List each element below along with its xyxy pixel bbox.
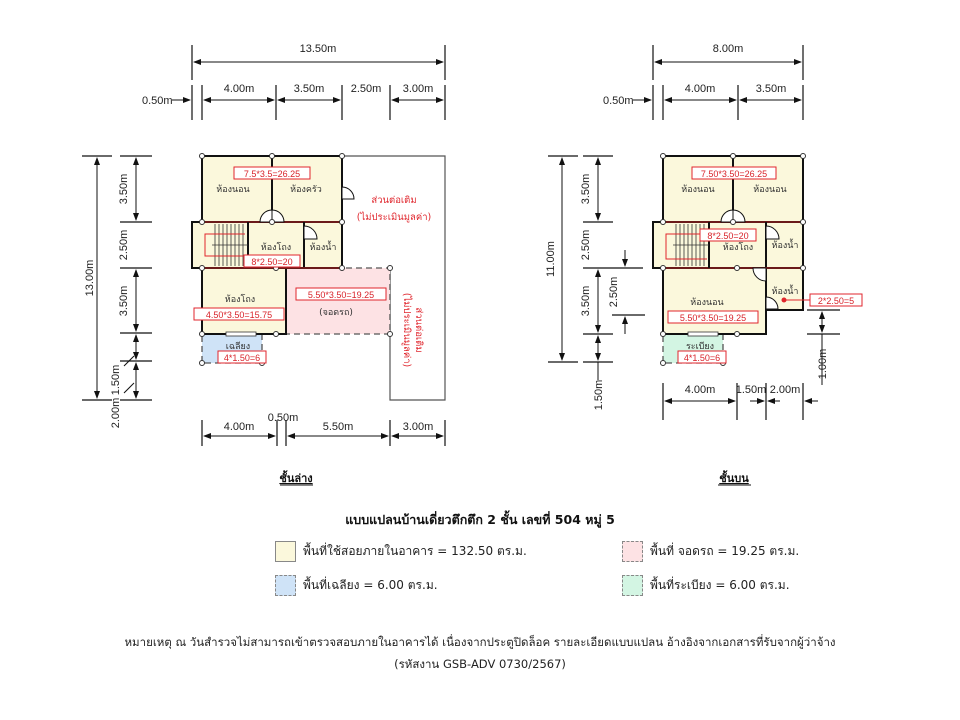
area-ground-carport: 5.50*3.50=19.25 [308, 290, 374, 300]
dim-upper-seg-1: 4.00m [685, 83, 716, 95]
legend-parking-label: พื้นที่ จอดรถ = 19.25 ตร.ม. [650, 544, 800, 558]
room-ground-carport: (จอดรถ) [319, 308, 353, 318]
dim-ground-total-width: 13.50m [300, 43, 337, 55]
dim-ground-seg-1: 4.00m [224, 83, 255, 95]
ground-floor-label: ชั้นล่าง [279, 470, 312, 485]
dim-upper-left-1: 3.50m [580, 174, 592, 205]
upper-dims-right: 1.00m [807, 309, 840, 385]
dim-ground-bottom-2: 0.50m [268, 412, 299, 424]
legend-indoor-swatch [275, 541, 296, 562]
legend-parking-swatch [622, 541, 643, 562]
ground-extension-note-2-line1: ส่วนต่อเติม [413, 307, 424, 352]
upper-dims-bottom: 4.00m 1.50m 2.00m [662, 383, 818, 420]
dim-upper-left-4: 1.50m [593, 380, 605, 411]
ground-extension-note-1-line2: (ไม่ประเมินมูลค่า) [357, 211, 431, 223]
dim-upper-left-2: 2.50m [580, 230, 592, 261]
room-ground-kitchen: ห้องครัว [290, 184, 322, 195]
room-upper-balcony: ระเบียง [686, 341, 714, 352]
legend-porch-label: พื้นที่เฉลียง = 6.00 ตร.ม. [303, 578, 438, 592]
area-ground-stair: 8*2.50=20 [251, 257, 292, 267]
dim-ground-seg-4: 3.00m [403, 83, 434, 95]
room-upper-bathroom-1: ห้องน้ำ [772, 238, 799, 251]
survey-note: หมายเหตุ ณ วันสำรวจไม่สามารถเข้าตรวจสอบภ… [124, 635, 836, 649]
dim-ground-left-1: 3.50m [118, 174, 130, 205]
dim-ground-left-2: 2.50m [118, 230, 130, 261]
ground-dims-left: 13.00m 3.50m 2.50m 3.50m 1.50m 2.00m [82, 155, 152, 429]
dim-upper-inner: 2.50m [608, 277, 620, 308]
upper-floor-label: ชั้นบน [719, 470, 749, 485]
dim-ground-bottom-3: 5.50m [323, 421, 354, 433]
dim-ground-seg-2: 3.50m [294, 83, 325, 95]
ground-floor-plan: 13.50m 0.50m 4.00m 3.50m 2.50m 3.00m 13.… [82, 43, 446, 486]
area-upper-bedroom-3: 5.50*3.50=19.25 [680, 313, 746, 323]
dim-upper-total-depth: 11.00m [545, 241, 557, 277]
dim-upper-left-3: 3.50m [580, 286, 592, 317]
dim-upper-total-width: 8.00m [713, 43, 744, 55]
legend-indoor-label: พื้นที่ใช้สอยภายในอาคาร = 132.50 ตร.ม. [303, 544, 527, 558]
legend-balcony-swatch [622, 575, 643, 596]
dim-upper-seg-2: 3.50m [756, 83, 787, 95]
room-upper-hall: ห้องโถง [723, 242, 753, 253]
dim-ground-left-3: 3.50m [118, 286, 130, 317]
area-upper-bathroom-2: 2*2.50=5 [818, 296, 854, 306]
legend-indoor: พื้นที่ใช้สอยภายในอาคาร = 132.50 ตร.ม. [275, 541, 527, 562]
area-upper-stair: 8*2.50=20 [707, 231, 748, 241]
ground-extension-outline [342, 155, 446, 401]
dim-ground-total-depth: 13.00m [84, 260, 96, 297]
legend-porch-swatch [275, 575, 296, 596]
job-code: (รหัสงาน GSB-ADV 0730/2567) [394, 657, 566, 671]
ground-doors [259, 186, 355, 240]
dim-ground-offset: 0.50m [142, 95, 173, 107]
legend-balcony-label: พื้นที่ระเบียง = 6.00 ตร.ม. [650, 578, 790, 592]
ground-dims-bottom: 4.00m 0.50m 5.50m 3.00m [201, 412, 446, 446]
ground-stair-direction [204, 233, 245, 257]
room-ground-bathroom: ห้องน้ำ [310, 240, 337, 253]
dim-upper-bottom-2: 1.50m [736, 384, 767, 396]
dim-ground-bottom-1: 4.00m [224, 421, 255, 433]
room-upper-bedroom-2: ห้องนอน [753, 184, 786, 195]
legend-parking: พื้นที่ จอดรถ = 19.25 ตร.ม. [622, 541, 799, 562]
plan-title: แบบแปลนบ้านเดี่ยวตึกตึก 2 ชั้น เลขที่ 50… [345, 512, 615, 527]
upper-floor-plan: 8.00m 0.50m 4.00m 3.50m 11.00m [545, 43, 863, 486]
ground-carport-area [285, 267, 391, 335]
dim-upper-bottom-3: 2.00m [770, 384, 801, 396]
dim-ground-left-5: 2.00m [110, 398, 122, 429]
ground-window [225, 331, 257, 337]
dim-ground-left-4: 1.50m [110, 365, 122, 396]
upper-dims-top: 8.00m 0.50m 4.00m 3.50m [603, 43, 804, 120]
upper-dims-left: 11.00m 3.50m 2.50m 3.50m 1.50m 2.50m [545, 155, 645, 411]
area-upper-balcony: 4*1.50=6 [684, 353, 720, 363]
ground-extension-note-1-line1: ส่วนต่อเติม [371, 195, 416, 206]
ground-extension-note-2-line2: (ไม่ประเมินมูลค่า) [401, 293, 413, 367]
legend-balcony: พื้นที่ระเบียง = 6.00 ตร.ม. [622, 575, 790, 596]
dim-upper-right: 1.00m [817, 349, 829, 380]
ground-hall-fill [202, 268, 286, 334]
upper-doors [720, 209, 780, 310]
area-upper-top: 7.50*3.50=26.25 [701, 169, 767, 179]
dim-upper-bottom-1: 4.00m [685, 384, 716, 396]
area-ground-porch: 4*1.50=6 [224, 353, 260, 363]
area-ground-hall: 4.50*3.50=15.75 [206, 310, 272, 320]
upper-corner-nodes [660, 153, 806, 366]
room-upper-bedroom-1: ห้องนอน [681, 184, 714, 195]
room-upper-bedroom-3: ห้องนอน [690, 297, 723, 308]
ground-dims-top: 13.50m 0.50m 4.00m 3.50m 2.50m 3.00m [142, 43, 446, 120]
dim-ground-seg-3: 2.50m [351, 83, 382, 95]
ground-stair [212, 224, 248, 266]
upper-stair-direction [665, 233, 707, 260]
room-ground-porch: เฉลียง [226, 341, 250, 352]
legend-porch: พื้นที่เฉลียง = 6.00 ตร.ม. [275, 575, 438, 596]
dim-ground-bottom-4: 3.00m [403, 421, 434, 433]
room-upper-bathroom-2: ห้องน้ำ [772, 284, 799, 297]
dim-upper-offset: 0.50m [603, 95, 634, 107]
room-ground-hall-upper: ห้องโถง [261, 242, 291, 253]
room-ground-hall-lower: ห้องโถง [225, 294, 255, 305]
room-ground-bedroom: ห้องนอน [216, 184, 249, 195]
upper-window [687, 331, 719, 337]
area-ground-top: 7.5*3.5=26.25 [244, 169, 300, 179]
